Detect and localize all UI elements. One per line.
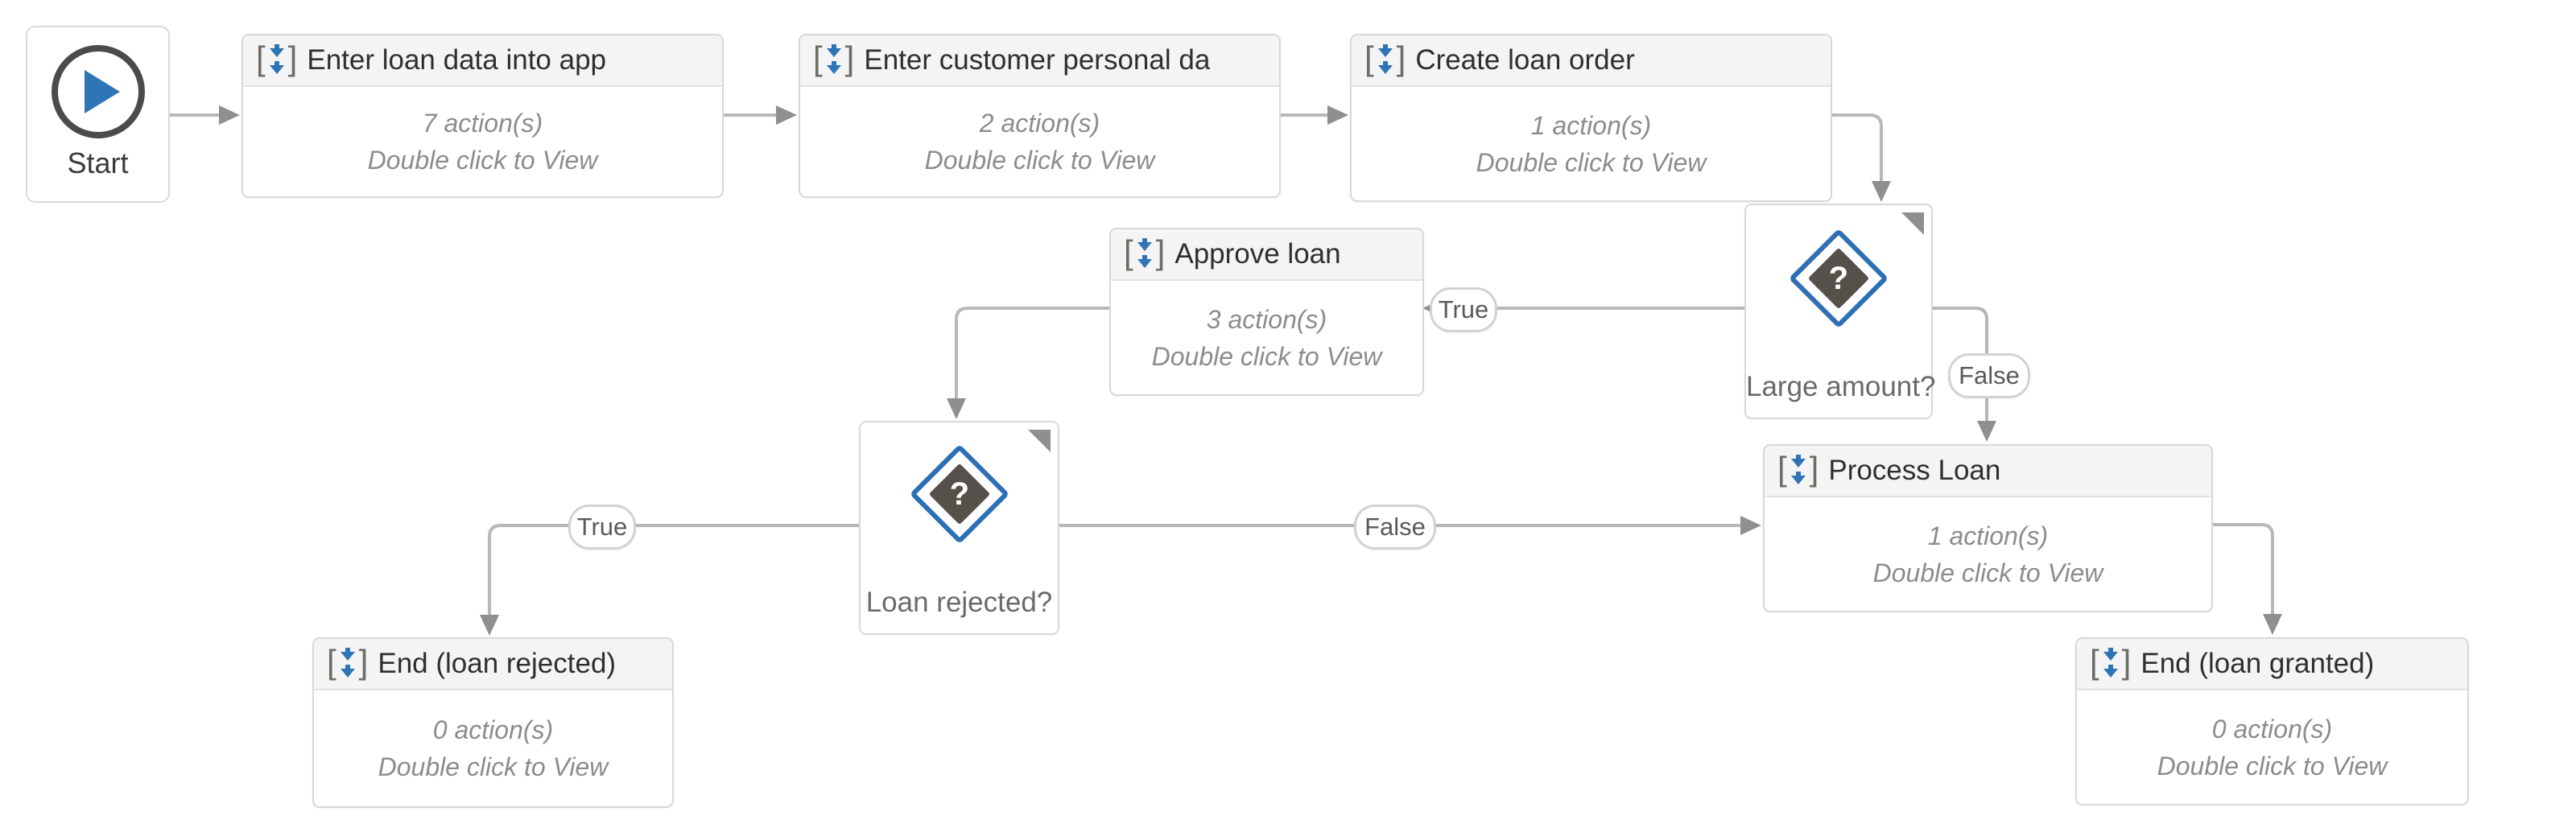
arrowhead-into-large-amount <box>1872 181 1891 202</box>
double-down-arrow-icon <box>1377 44 1393 74</box>
fold-corner-icon <box>1901 212 1924 235</box>
connector-loan-rejected-true-to-end-rejected[interactable] <box>488 524 859 615</box>
arrowhead-into-create-order <box>1327 105 1348 125</box>
node-title: End (loan granted) <box>2140 648 2375 679</box>
subflow-icon: [ ] <box>813 39 855 77</box>
node-title: Process Loan <box>1828 455 2001 486</box>
node-header: [ ] Create loan order <box>1352 35 1831 87</box>
node-title: End (loan rejected) <box>378 648 617 679</box>
node-hint: Double click to View <box>2157 751 2388 781</box>
start-play-icon <box>51 45 145 138</box>
subflow-icon: [ ] <box>2090 643 2132 681</box>
edge-label-large-amount-false[interactable]: False <box>1948 353 2030 398</box>
node-header: [ ] End (loan granted) <box>2077 639 2467 690</box>
double-down-arrow-icon <box>826 44 841 74</box>
edge-label-loan-rejected-true[interactable]: True <box>568 505 636 550</box>
subflow-icon: [ ] <box>256 39 298 77</box>
node-end-loan-granted[interactable]: [ ] End (loan granted) 0 action(s) Doubl… <box>2075 637 2469 805</box>
node-hint: Double click to View <box>1872 558 2103 587</box>
double-down-arrow-icon <box>1790 455 1806 484</box>
subflow-icon: [ ] <box>327 643 369 681</box>
question-mark-icon: ? <box>949 476 969 512</box>
node-process-loan[interactable]: [ ] Process Loan 1 action(s) Double clic… <box>1763 444 2213 612</box>
question-mark-icon: ? <box>1828 260 1849 296</box>
node-hint: Double click to View <box>378 752 609 781</box>
arrowhead-into-process-left <box>1740 516 1761 535</box>
node-header: [ ] Approve loan <box>1111 229 1422 281</box>
connector-process-to-end-granted[interactable] <box>2210 523 2274 614</box>
node-actions-count: 3 action(s) <box>1206 304 1327 334</box>
node-approve-loan[interactable]: [ ] Approve loan 3 action(s) Double clic… <box>1109 228 1424 396</box>
node-title: Enter loan data into app <box>307 44 607 76</box>
edge-label-large-amount-true[interactable]: True <box>1430 287 1497 332</box>
node-hint: Double click to View <box>1476 147 1707 177</box>
arrowhead-into-loan-rejected <box>947 398 966 419</box>
node-actions-count: 2 action(s) <box>979 109 1100 138</box>
connector-approve-to-loan-rejected[interactable] <box>955 307 1109 398</box>
double-down-arrow-icon <box>269 44 284 74</box>
node-actions-count: 7 action(s) <box>422 109 543 138</box>
double-down-arrow-icon <box>1137 238 1152 268</box>
arrowhead-into-end-rejected <box>480 615 499 636</box>
decision-label: Large amount? <box>1746 371 1936 402</box>
node-title: Approve loan <box>1174 238 1341 270</box>
node-actions-count: 0 action(s) <box>432 715 554 744</box>
node-enter-loan-data[interactable]: [ ] Enter loan data into app 7 action(s)… <box>242 34 724 198</box>
start-node[interactable]: Start <box>26 26 170 203</box>
node-header: [ ] Enter customer personal da <box>800 35 1279 87</box>
subflow-icon: [ ] <box>1777 450 1819 488</box>
decision-large-amount[interactable]: ? Large amount? <box>1744 204 1936 419</box>
node-enter-customer-data[interactable]: [ ] Enter customer personal da 2 action(… <box>799 34 1281 198</box>
node-end-loan-rejected[interactable]: [ ] End (loan rejected) 0 action(s) Doub… <box>312 637 674 808</box>
arrowhead-into-end-granted <box>2263 614 2282 635</box>
node-header: [ ] Enter loan data into app <box>243 35 722 87</box>
node-hint: Double click to View <box>924 146 1155 175</box>
connector-large-amount-false-to-process[interactable] <box>1930 307 1988 421</box>
node-hint: Double click to View <box>367 146 598 175</box>
node-header: [ ] End (loan rejected) <box>314 639 672 690</box>
subflow-icon: [ ] <box>1364 39 1406 77</box>
fold-corner-icon <box>1028 430 1051 452</box>
arrowhead-into-process-top <box>1977 421 1996 442</box>
decision-diamond-icon: ? <box>1788 228 1889 329</box>
node-title: Enter customer personal da <box>864 44 1211 76</box>
node-actions-count: 0 action(s) <box>2211 714 2333 744</box>
edge-label-loan-rejected-false[interactable]: False <box>1354 505 1436 550</box>
decision-loan-rejected[interactable]: ? Loan rejected? <box>859 421 1059 635</box>
arrowhead-into-enter-loan <box>219 105 240 125</box>
arrowhead-into-customer <box>776 105 797 125</box>
connector-create-order-to-large-amount[interactable] <box>1827 113 1883 181</box>
double-down-arrow-icon <box>2103 648 2118 678</box>
node-actions-count: 1 action(s) <box>1927 521 2049 550</box>
decision-diamond-icon: ? <box>909 443 1009 545</box>
subflow-icon: [ ] <box>1124 233 1166 271</box>
node-hint: Double click to View <box>1151 341 1382 371</box>
node-actions-count: 1 action(s) <box>1530 110 1652 140</box>
node-create-loan-order[interactable]: [ ] Create loan order 1 action(s) Double… <box>1350 34 1832 202</box>
play-triangle-icon <box>84 70 120 113</box>
node-title: Create loan order <box>1415 44 1635 76</box>
decision-label: Loan rejected? <box>865 587 1053 618</box>
double-down-arrow-icon <box>340 648 355 678</box>
node-header: [ ] Process Loan <box>1765 446 2211 497</box>
start-label: Start <box>67 146 129 179</box>
